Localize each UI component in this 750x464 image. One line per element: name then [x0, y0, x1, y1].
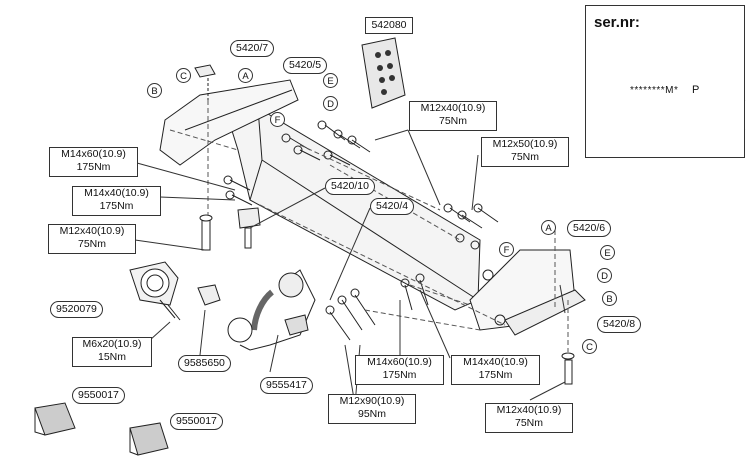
- part-label-5420-6: 5420/6: [567, 220, 612, 237]
- part-label-5420-5: 5420/5: [283, 57, 328, 74]
- marker-d-right: D: [597, 268, 612, 283]
- part-label-9555417: 9555417: [260, 377, 313, 394]
- bolt-spec: M14x60(10.9): [61, 148, 126, 160]
- serial-number-panel: ser.nr: ********M* P: [585, 5, 745, 158]
- bolt-torque: 75Nm: [514, 417, 543, 429]
- washer-top-left: [194, 64, 216, 78]
- bolt-torque: 175Nm: [382, 369, 417, 381]
- crossbar: [227, 107, 481, 311]
- bolt-spec-m12x40-right: M12x40(10.9) 75Nm: [485, 403, 573, 433]
- marker-d-top: D: [323, 96, 338, 111]
- box-9550017-a: [34, 402, 76, 436]
- marker-b-top: B: [147, 83, 162, 98]
- bolts-group-right: [443, 203, 506, 326]
- bolt-spec-m14x40-bottom: M14x40(10.9) 175Nm: [451, 355, 540, 385]
- marker-b-right: B: [602, 291, 617, 306]
- part-label-5420-10: 5420/10: [325, 178, 375, 195]
- marker-f-top: F: [270, 112, 285, 127]
- bolt-spec-m6x20: M6x20(10.9) 15Nm: [72, 337, 152, 367]
- marker-e-right: E: [600, 245, 615, 260]
- box-9550017-b: [129, 422, 169, 456]
- bolt-torque: 175Nm: [76, 161, 111, 173]
- bolt-spec-m14x60-bottom: M14x60(10.9) 175Nm: [355, 355, 444, 385]
- marker-a-top: A: [238, 68, 253, 83]
- bolt-spec: M12x40(10.9): [420, 102, 486, 114]
- bolt-torque: 75Nm: [77, 238, 106, 250]
- marker-c-right: C: [582, 339, 597, 354]
- part-label-9550017-a: 9550017: [72, 387, 125, 404]
- bracket-5420-10: [237, 207, 261, 229]
- clamp-9585650: [197, 284, 221, 306]
- bolt-spec: M12x50(10.9): [492, 138, 558, 150]
- bolt-torque: 15Nm: [97, 351, 126, 363]
- bolt-spec-m12x40-top: M12x40(10.9) 75Nm: [409, 101, 497, 131]
- bolt-spec: M6x20(10.9): [82, 338, 142, 350]
- bolt-torque: 175Nm: [99, 200, 134, 212]
- bolt-torque: 75Nm: [510, 151, 539, 163]
- towball-9555417: [239, 269, 316, 351]
- bolt-spec: M14x40(10.9): [463, 356, 528, 368]
- left-bracket: [159, 79, 299, 166]
- bolt-spec-m12x40-left: M12x40(10.9) 75Nm: [48, 224, 136, 254]
- bolt-spec: M12x90(10.9): [339, 395, 405, 407]
- part-label-9550017-b: 9550017: [170, 413, 223, 430]
- bolt-spec-m12x50: M12x50(10.9) 75Nm: [481, 137, 569, 167]
- part-label-5420-4: 5420/4: [370, 198, 415, 215]
- marker-e-top: E: [323, 73, 338, 88]
- part-label-5420-7: 5420/7: [230, 40, 275, 57]
- part-label-9520079: 9520079: [50, 301, 103, 318]
- bolt-torque: 95Nm: [357, 408, 386, 420]
- bolt-spec-m12x90: M12x90(10.9) 95Nm: [328, 394, 416, 424]
- bolt-torque: 175Nm: [478, 369, 513, 381]
- marker-a-right: A: [541, 220, 556, 235]
- bolt-spec-m14x60-left: M14x60(10.9) 175Nm: [49, 147, 138, 177]
- bolt-spec: M12x40(10.9): [496, 404, 562, 416]
- bolt-spec-m14x40-left: M14x40(10.9) 175Nm: [72, 186, 161, 216]
- bolt-spec: M14x60(10.9): [367, 356, 432, 368]
- control-unit-542080: [361, 37, 406, 109]
- serial-p-label: P: [692, 84, 700, 96]
- marker-c-top: C: [176, 68, 191, 83]
- part-label-542080: 542080: [365, 17, 413, 34]
- serial-code: ********M*: [630, 85, 679, 96]
- bolt-torque: 75Nm: [438, 115, 467, 127]
- part-label-5420-8: 5420/8: [597, 316, 642, 333]
- bolt-spec: M12x40(10.9): [59, 225, 125, 237]
- bolts-group-top: [281, 120, 371, 166]
- marker-f-right: F: [499, 242, 514, 257]
- bolts-group-bottom: [325, 273, 429, 341]
- bolt-spec: M14x40(10.9): [84, 187, 149, 199]
- bolts-group-left: [199, 175, 253, 251]
- serial-title: ser.nr:: [594, 14, 640, 31]
- part-label-9585650: 9585650: [178, 355, 231, 372]
